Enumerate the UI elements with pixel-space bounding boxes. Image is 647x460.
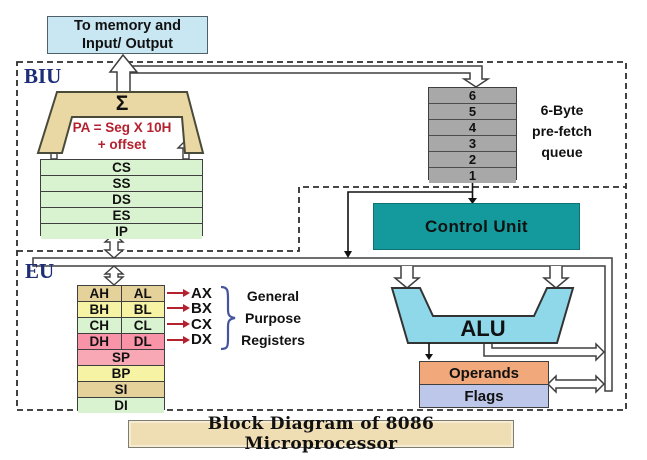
register-row-d: DH DL	[78, 333, 164, 349]
operands-box: Operands	[419, 361, 549, 385]
segment-register-ss: SS	[41, 175, 202, 191]
gpr-label-line1: General	[246, 288, 300, 304]
control-unit-box: Control Unit	[373, 203, 580, 250]
register-row-b: BH BL	[78, 301, 164, 317]
adder-formula-line1: PA = Seg X 10H	[72, 120, 172, 135]
extended-register-arrows	[167, 289, 190, 344]
extended-register-bx: BX	[191, 300, 212, 317]
adder-formula: PA = Seg X 10H + offset	[61, 119, 183, 153]
segment-register-cs: CS	[41, 160, 202, 175]
memory-io-box: To memory and Input/ Output	[47, 16, 208, 54]
queue-cell-6: 6	[429, 88, 516, 103]
register-bh: BH	[89, 302, 110, 317]
register-bl: BL	[120, 302, 165, 317]
register-ah: AH	[89, 286, 110, 301]
segment-register-ip: IP	[41, 223, 202, 239]
register-al: AL	[120, 286, 165, 301]
gpr-label-line3: Registers	[241, 332, 305, 348]
general-purpose-registers-label: General Purpose Registers	[237, 285, 309, 351]
prefetch-queue: 6 5 4 3 2 1	[428, 87, 517, 183]
bus-to-alu-right-arrow	[541, 266, 571, 289]
extended-register-cx: CX	[191, 316, 212, 333]
extended-register-ax: AX	[191, 285, 212, 302]
register-ch: CH	[89, 318, 110, 333]
queue-cell-2: 2	[429, 151, 516, 167]
flags-box: Flags	[419, 385, 549, 408]
prefetch-queue-label: 6-Byte pre-fetch queue	[512, 100, 612, 163]
queue-cell-4: 4	[429, 119, 516, 135]
top-bus-to-queue-arrow	[123, 65, 491, 88]
bus-to-alu-left-arrow	[392, 266, 422, 289]
register-row-c: CH CL	[78, 317, 164, 333]
queue-label-line1: 6-Byte	[540, 102, 584, 118]
queue-to-bus-arrowhead	[344, 251, 352, 258]
gpr-brace	[220, 285, 236, 351]
alu-label: ALU	[460, 316, 506, 341]
outer-dashed-border	[16, 61, 627, 411]
eu-register-stack: AH AL BH BL CH CL DH DL SP BP SI DI	[77, 285, 165, 413]
biu-eu-divider	[17, 186, 626, 252]
alu-to-bus-arrow	[483, 342, 606, 362]
queue-cell-1: 1	[429, 167, 516, 183]
register-row-a: AH AL	[78, 286, 164, 301]
queue-to-control-arrowhead	[468, 198, 477, 204]
adder-formula-line2: + offset	[97, 137, 147, 152]
segment-register-ds: DS	[41, 191, 202, 207]
register-si: SI	[78, 381, 164, 397]
queue-cell-3: 3	[429, 135, 516, 151]
operands-bus-double-arrow	[546, 374, 606, 394]
queue-cell-5: 5	[429, 103, 516, 119]
segment-register-stack: CS SS DS ES IP	[40, 159, 203, 239]
alu-to-operands-arrowhead	[425, 354, 433, 360]
bus-euregs-double-arrow	[103, 265, 125, 286]
segment-register-es: ES	[41, 207, 202, 223]
memory-io-line1: To memory and	[74, 18, 181, 34]
queue-label-line2: pre-fetch	[532, 123, 592, 139]
alu-shape	[390, 287, 575, 344]
register-bp: BP	[78, 365, 164, 381]
memory-io-line2: Input/ Output	[82, 36, 173, 52]
main-bus	[32, 257, 613, 392]
queue-to-bus-line	[347, 191, 473, 252]
biu-label: BIU	[24, 64, 62, 88]
diagram-title: Block Diagram of 8086 Microprocessor	[128, 414, 514, 454]
adder-shape	[36, 91, 205, 154]
register-sp: SP	[78, 349, 164, 365]
register-dh: DH	[89, 334, 110, 349]
queue-label-line3: queue	[541, 144, 583, 160]
adder-to-memory-arrow	[108, 53, 139, 94]
register-dl: DL	[120, 334, 165, 349]
register-cl: CL	[120, 318, 165, 333]
register-di: DI	[78, 397, 164, 413]
gpr-label-line2: Purpose	[244, 310, 301, 326]
adder-sigma-symbol: Σ	[115, 92, 129, 115]
extended-register-dx: DX	[191, 331, 212, 348]
eu-label: EU	[25, 259, 55, 283]
